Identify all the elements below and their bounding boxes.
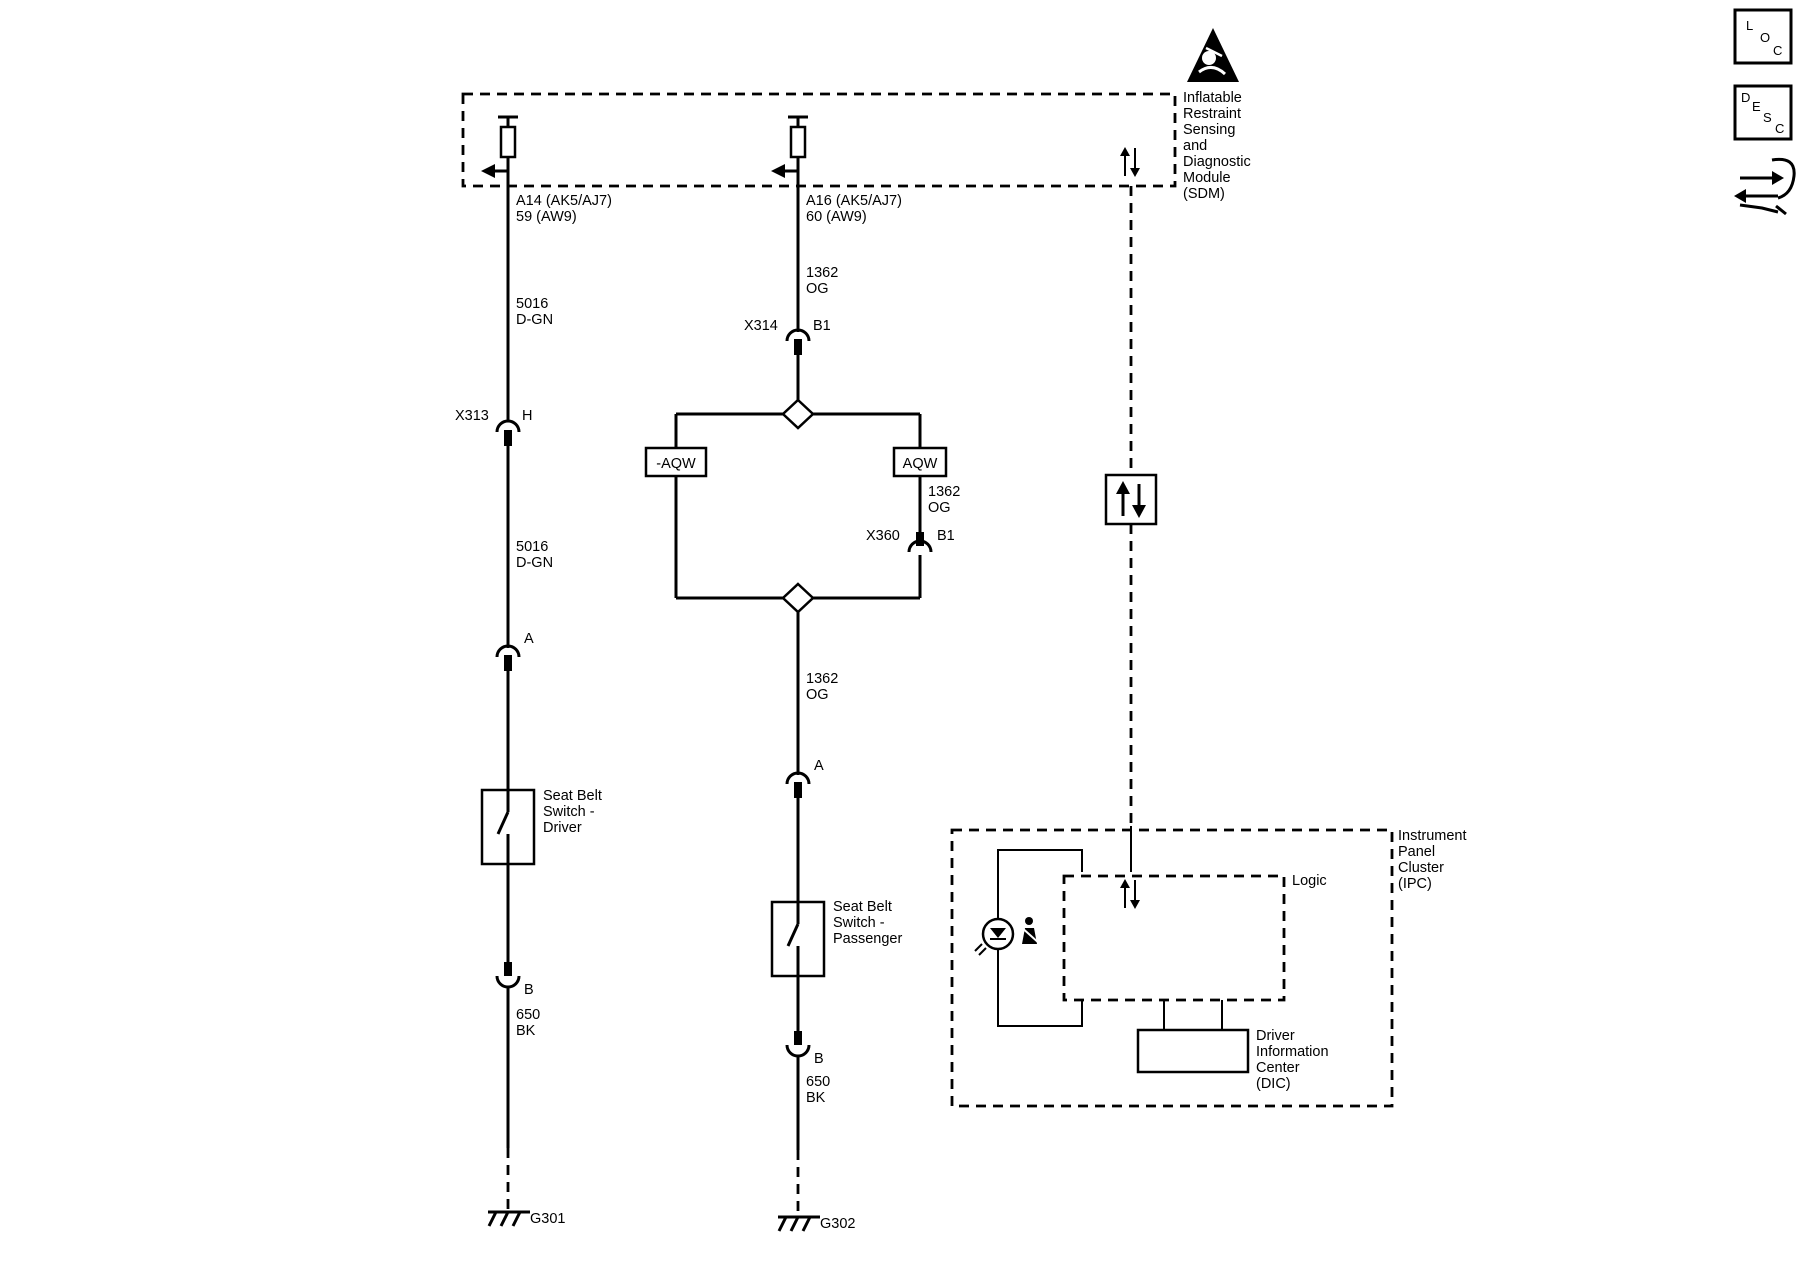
ground-icon [487,1210,530,1227]
option-left-label: -AQW [656,456,696,472]
driver-ground-arrow-icon [481,164,495,178]
sdm-boundary [461,92,1177,188]
serial-data-arrows-icon [1120,147,1140,177]
passenger-wire-bottom-label: 650 BK [806,1074,834,1106]
driver-switch-pin-b: B [524,982,534,998]
driver-wire-top-label: 5016 D-GN [516,296,553,328]
ipc-label: Instrument Panel Cluster (IPC) [1398,828,1471,892]
serial-data-line [1104,186,1158,872]
logic-block [1062,874,1286,1002]
x314-connector [785,328,811,342]
x360-name: X360 [866,528,900,544]
passenger-wire-top-label: 1362 OG [806,265,842,297]
svg-text:S: S [1763,110,1772,125]
driver-circuit: A14 (AK5/AJ7) 59 (AW9) 5016 D-GN X313 H … [455,115,616,1227]
passenger-switch-connector-b [785,1044,811,1058]
svg-text:C: C [1775,121,1784,136]
driver-wire-bottom-label: 650 BK [516,1007,544,1039]
sdm-module: Inflatable Restraint Sensing and Diagnos… [461,28,1255,202]
driver-sdm-pin: A14 (AK5/AJ7) 59 (AW9) [516,193,616,225]
splice-top [781,398,815,430]
x360-pin: B1 [937,528,955,544]
x313-name: X313 [455,408,489,424]
sdm-label: Inflatable Restraint Sensing and Diagnos… [1183,90,1255,202]
svg-text:O: O [1760,30,1770,45]
dic-block [1136,1028,1250,1074]
option-right-label: AQW [903,456,938,472]
splice-bottom [781,582,815,614]
connector-end-view-icon[interactable] [1734,157,1796,216]
ground-icon [777,1215,820,1232]
logic-data-arrows-icon [1120,879,1140,909]
seat-belt-indicator-icon [974,917,1041,956]
x314-name: X314 [744,318,778,334]
loc-icon[interactable]: L O C [1733,8,1793,65]
airbag-warning-icon [1187,28,1239,82]
svg-text:D: D [1741,90,1750,105]
passenger-switch-pin-a: A [814,758,824,774]
x313-pin: H [522,408,532,424]
driver-switch-connector-a [495,644,521,658]
ipc-module: Instrument Panel Cluster (IPC) Logic [950,828,1471,1108]
svg-text:C: C [1773,43,1782,58]
logic-label: Logic [1292,873,1327,889]
driver-switch-pin-a: A [524,631,534,647]
desc-icon[interactable]: D E S C [1733,84,1793,141]
passenger-switch-label: Seat Belt Switch - Passenger [833,899,902,947]
g301-label: G301 [530,1211,565,1227]
passenger-sdm-resistor [789,125,807,159]
passenger-wire-right-label: 1362 OG [928,484,964,516]
passenger-circuit: A16 (AK5/AJ7) 60 (AW9) 1362 OG X314 B1 -… [644,115,964,1232]
x314-pin: B1 [813,318,831,334]
ipc-boundary [950,828,1394,1108]
driver-wire-mid-label: 5016 D-GN [516,539,553,571]
g302-label: G302 [820,1216,855,1232]
svg-text:L: L [1746,18,1753,33]
x360-connector [907,539,933,553]
passenger-sdm-pin: A16 (AK5/AJ7) 60 (AW9) [806,193,906,225]
driver-switch-label: Seat Belt Switch - Driver [543,788,606,836]
serial-data-arrow-box [1104,473,1158,526]
svg-text:E: E [1752,99,1761,114]
driver-switch-connector-b [495,975,521,989]
passenger-switch-connector-a [785,771,811,785]
passenger-wire-mid-label: 1362 OG [806,671,842,703]
passenger-ground-arrow-icon [771,164,785,178]
x313-connector [495,419,521,433]
driver-sdm-resistor [499,125,517,159]
passenger-switch-pin-b: B [814,1051,824,1067]
dic-label: Driver Information Center (DIC) [1256,1028,1333,1092]
